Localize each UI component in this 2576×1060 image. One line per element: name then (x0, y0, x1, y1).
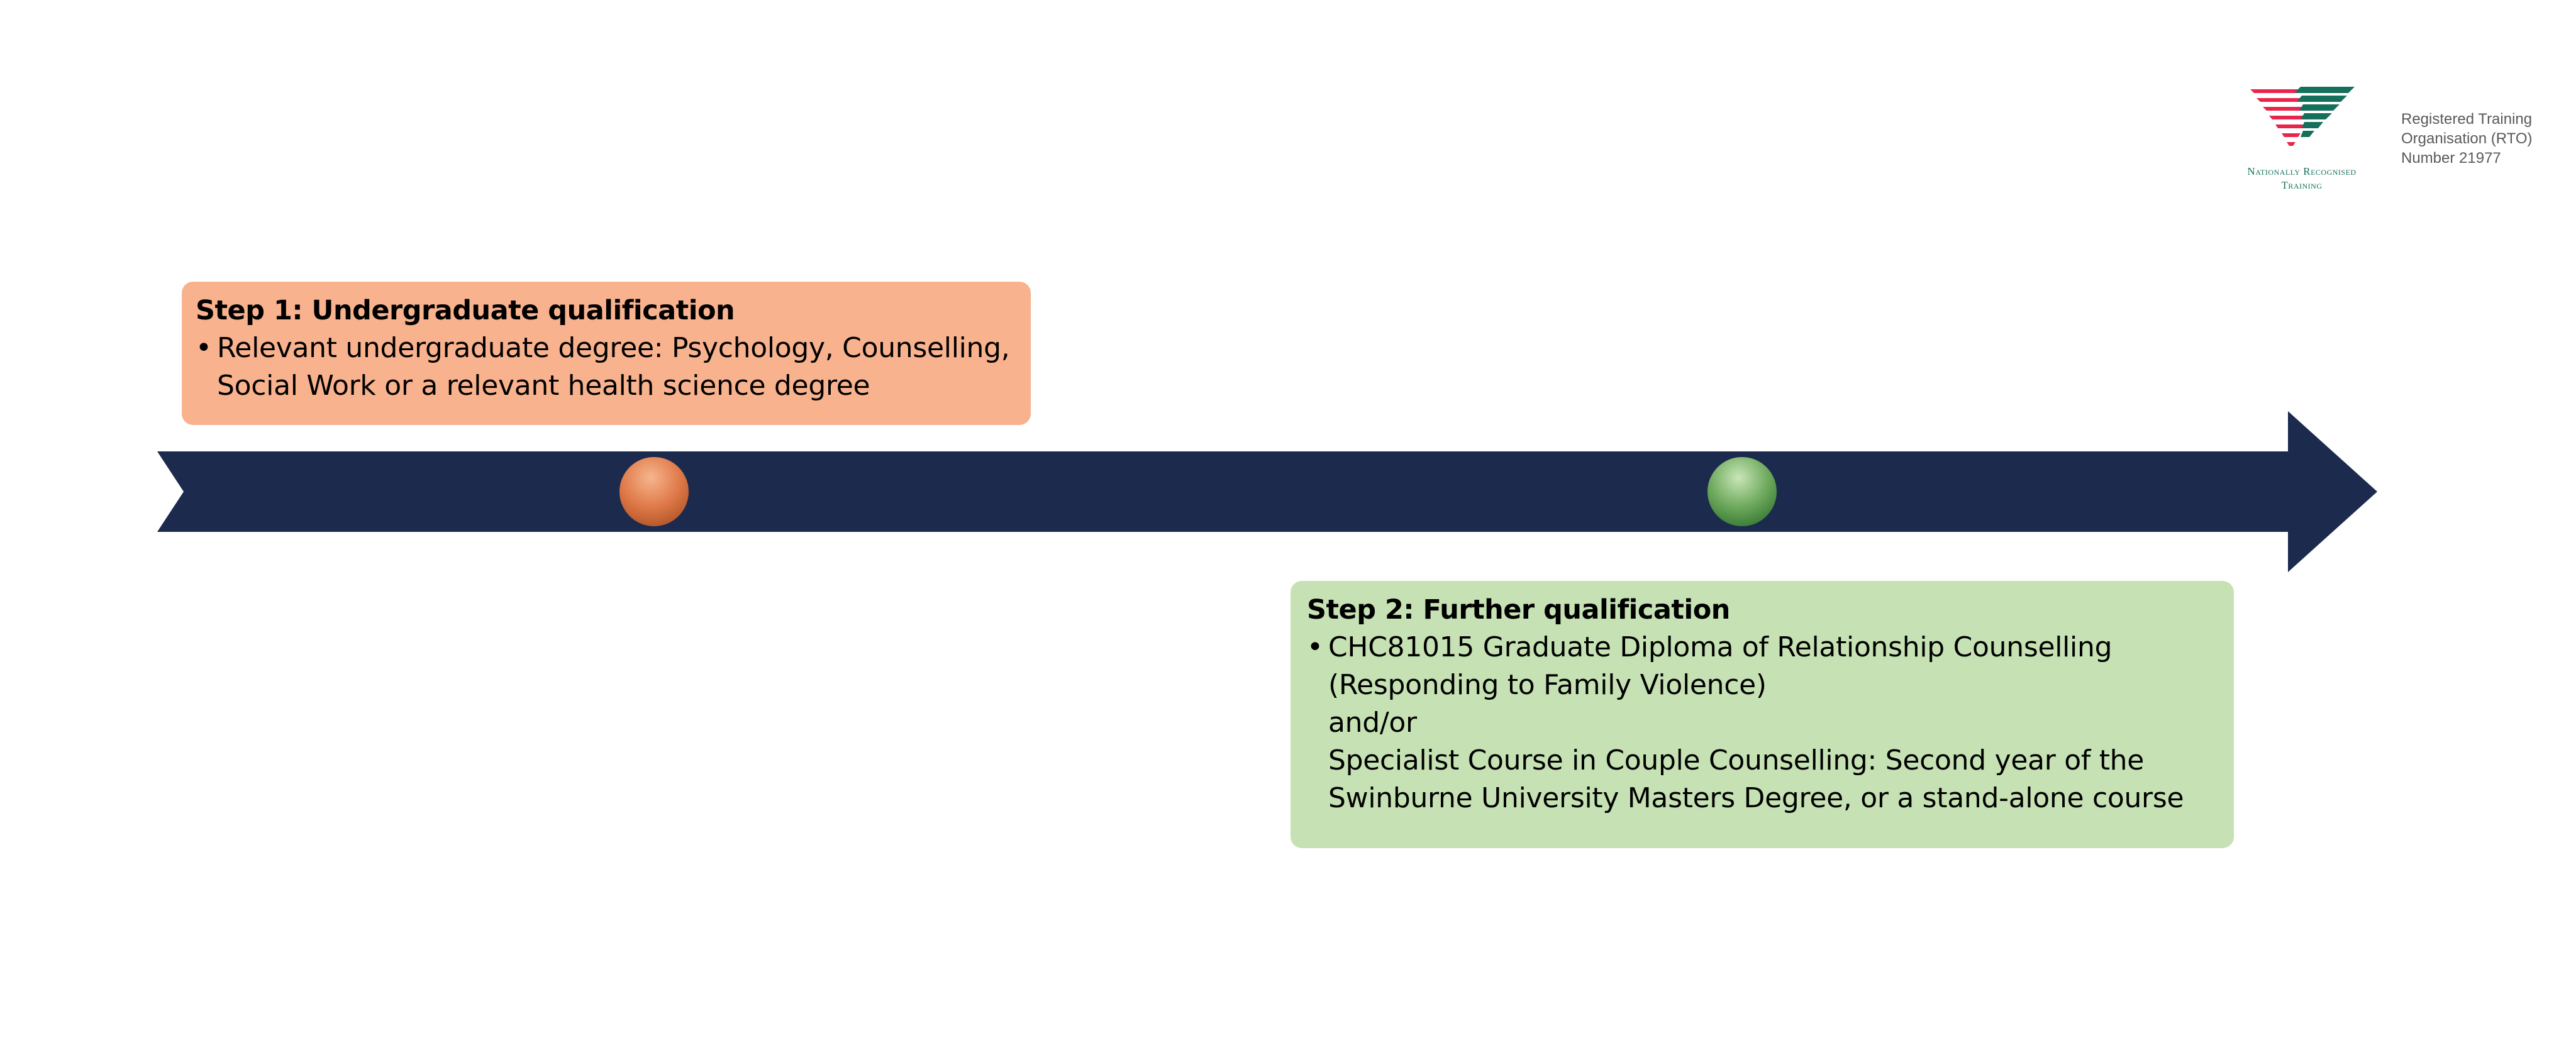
step-2-line-3: and/or (1328, 707, 1417, 739)
step-1-marker (619, 457, 689, 526)
step-2-line-2: (Responding to Family Violence) (1328, 669, 1767, 701)
step-2-box: Step 2: Further qualification • CHC81015… (1291, 581, 2234, 848)
step-2-title: Step 2: Further qualification (1307, 594, 1730, 626)
step-1-bullet-item: • Relevant undergraduate degree: Psychol… (196, 329, 1031, 405)
step-1-line-2: Social Work or a relevant health science… (217, 370, 870, 402)
nationally-recognised-training-logo: Nationally Recognised Training (2231, 84, 2372, 196)
step-1-line-1: Relevant undergraduate degree: Psycholog… (217, 332, 1010, 364)
rto-info: Registered Training Organisation (RTO) N… (2401, 109, 2565, 168)
step-1-title: Step 1: Undergraduate qualification (196, 295, 735, 326)
step-2-line-1: CHC81015 Graduate Diploma of Relationshi… (1328, 631, 2112, 663)
step-2-bullet-item: • CHC81015 Graduate Diploma of Relations… (1307, 629, 2234, 817)
step-1-box: Step 1: Undergraduate qualification • Re… (182, 282, 1031, 425)
step-2-line-4: Specialist Course in Couple Counselling:… (1328, 744, 2145, 776)
timeline-arrow (157, 411, 2377, 572)
bullet-icon: • (196, 332, 212, 364)
rto-line-3: Number 21977 (2401, 150, 2501, 167)
logo-caption-line1: Nationally Recognised (2247, 165, 2356, 177)
rto-line-1: Registered Training (2401, 111, 2533, 128)
logo-caption-line2: Training (2281, 179, 2322, 191)
step-2-line-5: Swinburne University Masters Degree, or … (1328, 782, 2184, 814)
bullet-icon: • (1307, 631, 1323, 663)
step-2-marker (1707, 457, 1777, 526)
rto-line-2: Organisation (RTO) (2401, 130, 2533, 147)
